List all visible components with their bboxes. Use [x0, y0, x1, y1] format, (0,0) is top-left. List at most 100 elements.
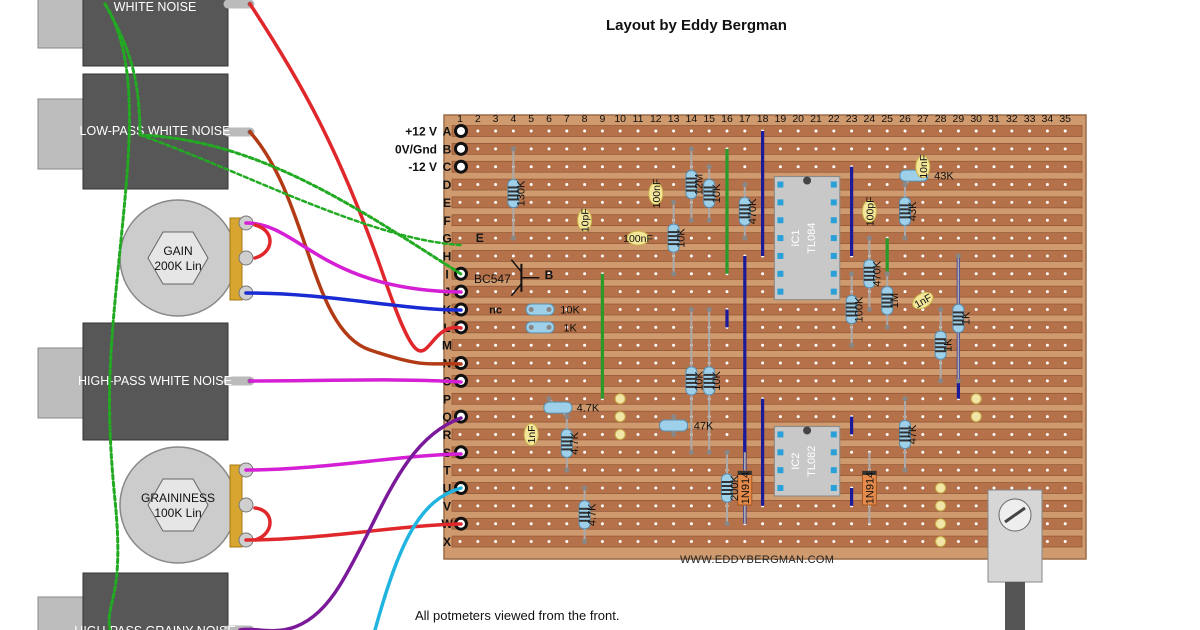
strip-hole [618, 450, 622, 454]
strip-hole [903, 343, 907, 347]
strip-hole [654, 254, 658, 258]
resistor-10k-top-band [703, 194, 715, 197]
strip-hole [992, 397, 996, 401]
strip-hole [636, 325, 640, 329]
strip-hole [814, 129, 818, 133]
copper-strip-G [451, 232, 1083, 244]
resistor-470k-band [739, 204, 751, 207]
strip-hole [1010, 308, 1014, 311]
resistor-4.7k-c-band [579, 511, 591, 514]
strip-hole [832, 522, 836, 526]
strip-hole [743, 129, 747, 133]
strip-hole [600, 486, 604, 490]
resistor-43k-band [899, 212, 911, 215]
strip-hole [1045, 415, 1049, 419]
resistor-1k-b-band [935, 346, 947, 349]
strip-hole [654, 308, 658, 311]
resistor-470k-b-end [866, 307, 872, 312]
ic2-part: TL082 [806, 446, 818, 477]
wire-gain-pot [244, 221, 463, 294]
resistor-4.7k-b-end [564, 467, 570, 473]
strip-hole [974, 200, 978, 204]
strip-hole [974, 308, 978, 311]
strip-hole [458, 343, 462, 347]
transistor-pin-nc: nc [489, 305, 502, 317]
column-label-9: 9 [599, 113, 605, 125]
resistor-100k-end [849, 271, 855, 277]
strip-hole [476, 218, 480, 222]
strip-hole [921, 432, 925, 436]
diagram-title: Layout by Eddy Bergman [606, 17, 787, 34]
strip-hole [476, 129, 480, 133]
strip-hole [672, 397, 676, 401]
strip-hole [707, 290, 711, 294]
strip-hole [1010, 415, 1014, 419]
strip-hole [778, 397, 782, 401]
copper-strip-I [451, 267, 1083, 280]
strip-hole [547, 504, 551, 508]
strip-hole [654, 290, 658, 294]
strip-hole [547, 379, 551, 383]
resistor-1k-a-label: 1K [960, 311, 972, 325]
ic1-body [773, 176, 841, 301]
strip-hole [476, 432, 480, 436]
strip-hole [1028, 468, 1032, 472]
spare-pad [614, 411, 626, 423]
resistor-43k-end [902, 235, 908, 241]
strip-hole [832, 379, 836, 383]
strip-hole [494, 254, 498, 258]
capacitor-100nf-e-label: 100nF [651, 179, 663, 209]
strip-hole [672, 504, 676, 508]
strip-hole [885, 415, 889, 419]
ic1-ref: IC1 [790, 230, 802, 247]
strip-hole [547, 236, 551, 240]
strip-hole [1063, 343, 1067, 347]
strip-hole [814, 379, 818, 383]
copper-strip-P [451, 392, 1083, 405]
strip-hole [1045, 147, 1049, 151]
strip-hole [689, 468, 693, 472]
transistor-collector [510, 283, 522, 297]
strip-hole [921, 397, 925, 401]
strip-hole [956, 522, 960, 526]
strip-hole [529, 236, 533, 240]
strip-hole [476, 308, 480, 311]
pot-nut [147, 231, 209, 285]
strip-hole [672, 361, 676, 365]
strip-hole [494, 183, 498, 187]
strip-hole [583, 183, 587, 187]
column-label-13: 13 [668, 113, 680, 125]
strip-hole [956, 218, 960, 222]
strip-hole [1045, 325, 1049, 329]
resistor-1m-label: 1M [889, 293, 901, 308]
strip-hole [992, 218, 996, 222]
strip-hole [1063, 522, 1067, 526]
resistor-200k-label: 200K [729, 474, 741, 500]
strip-hole [974, 218, 978, 222]
strip-hole [636, 522, 640, 526]
strip-hole [725, 540, 729, 544]
copper-strip-B [451, 143, 1083, 155]
strip-hole [1010, 129, 1014, 133]
strip-hole [547, 486, 551, 490]
strip-hole [796, 343, 800, 347]
resistor-1k-l-body [525, 321, 555, 334]
resistor-12m-end [688, 146, 694, 152]
resistor-130k-band [507, 194, 519, 197]
strip-hole [618, 200, 622, 204]
strip-hole [618, 504, 622, 508]
strip-hole [974, 540, 978, 544]
resistor-47k-b-band [899, 435, 911, 438]
resistor-10k-o-band [685, 381, 697, 384]
strip-hole [814, 325, 818, 329]
strip-hole [565, 272, 569, 276]
resistor-10k-p-band [703, 381, 715, 384]
resistor-43k-band [899, 216, 911, 219]
strip-hole [565, 165, 569, 169]
column-label-3: 3 [493, 113, 499, 125]
strip-hole [921, 540, 925, 544]
copper-strip-X [451, 535, 1083, 548]
jack-sleeve [37, 98, 84, 170]
strip-hole [565, 236, 569, 240]
ground-wire-upper [103, 2, 142, 137]
